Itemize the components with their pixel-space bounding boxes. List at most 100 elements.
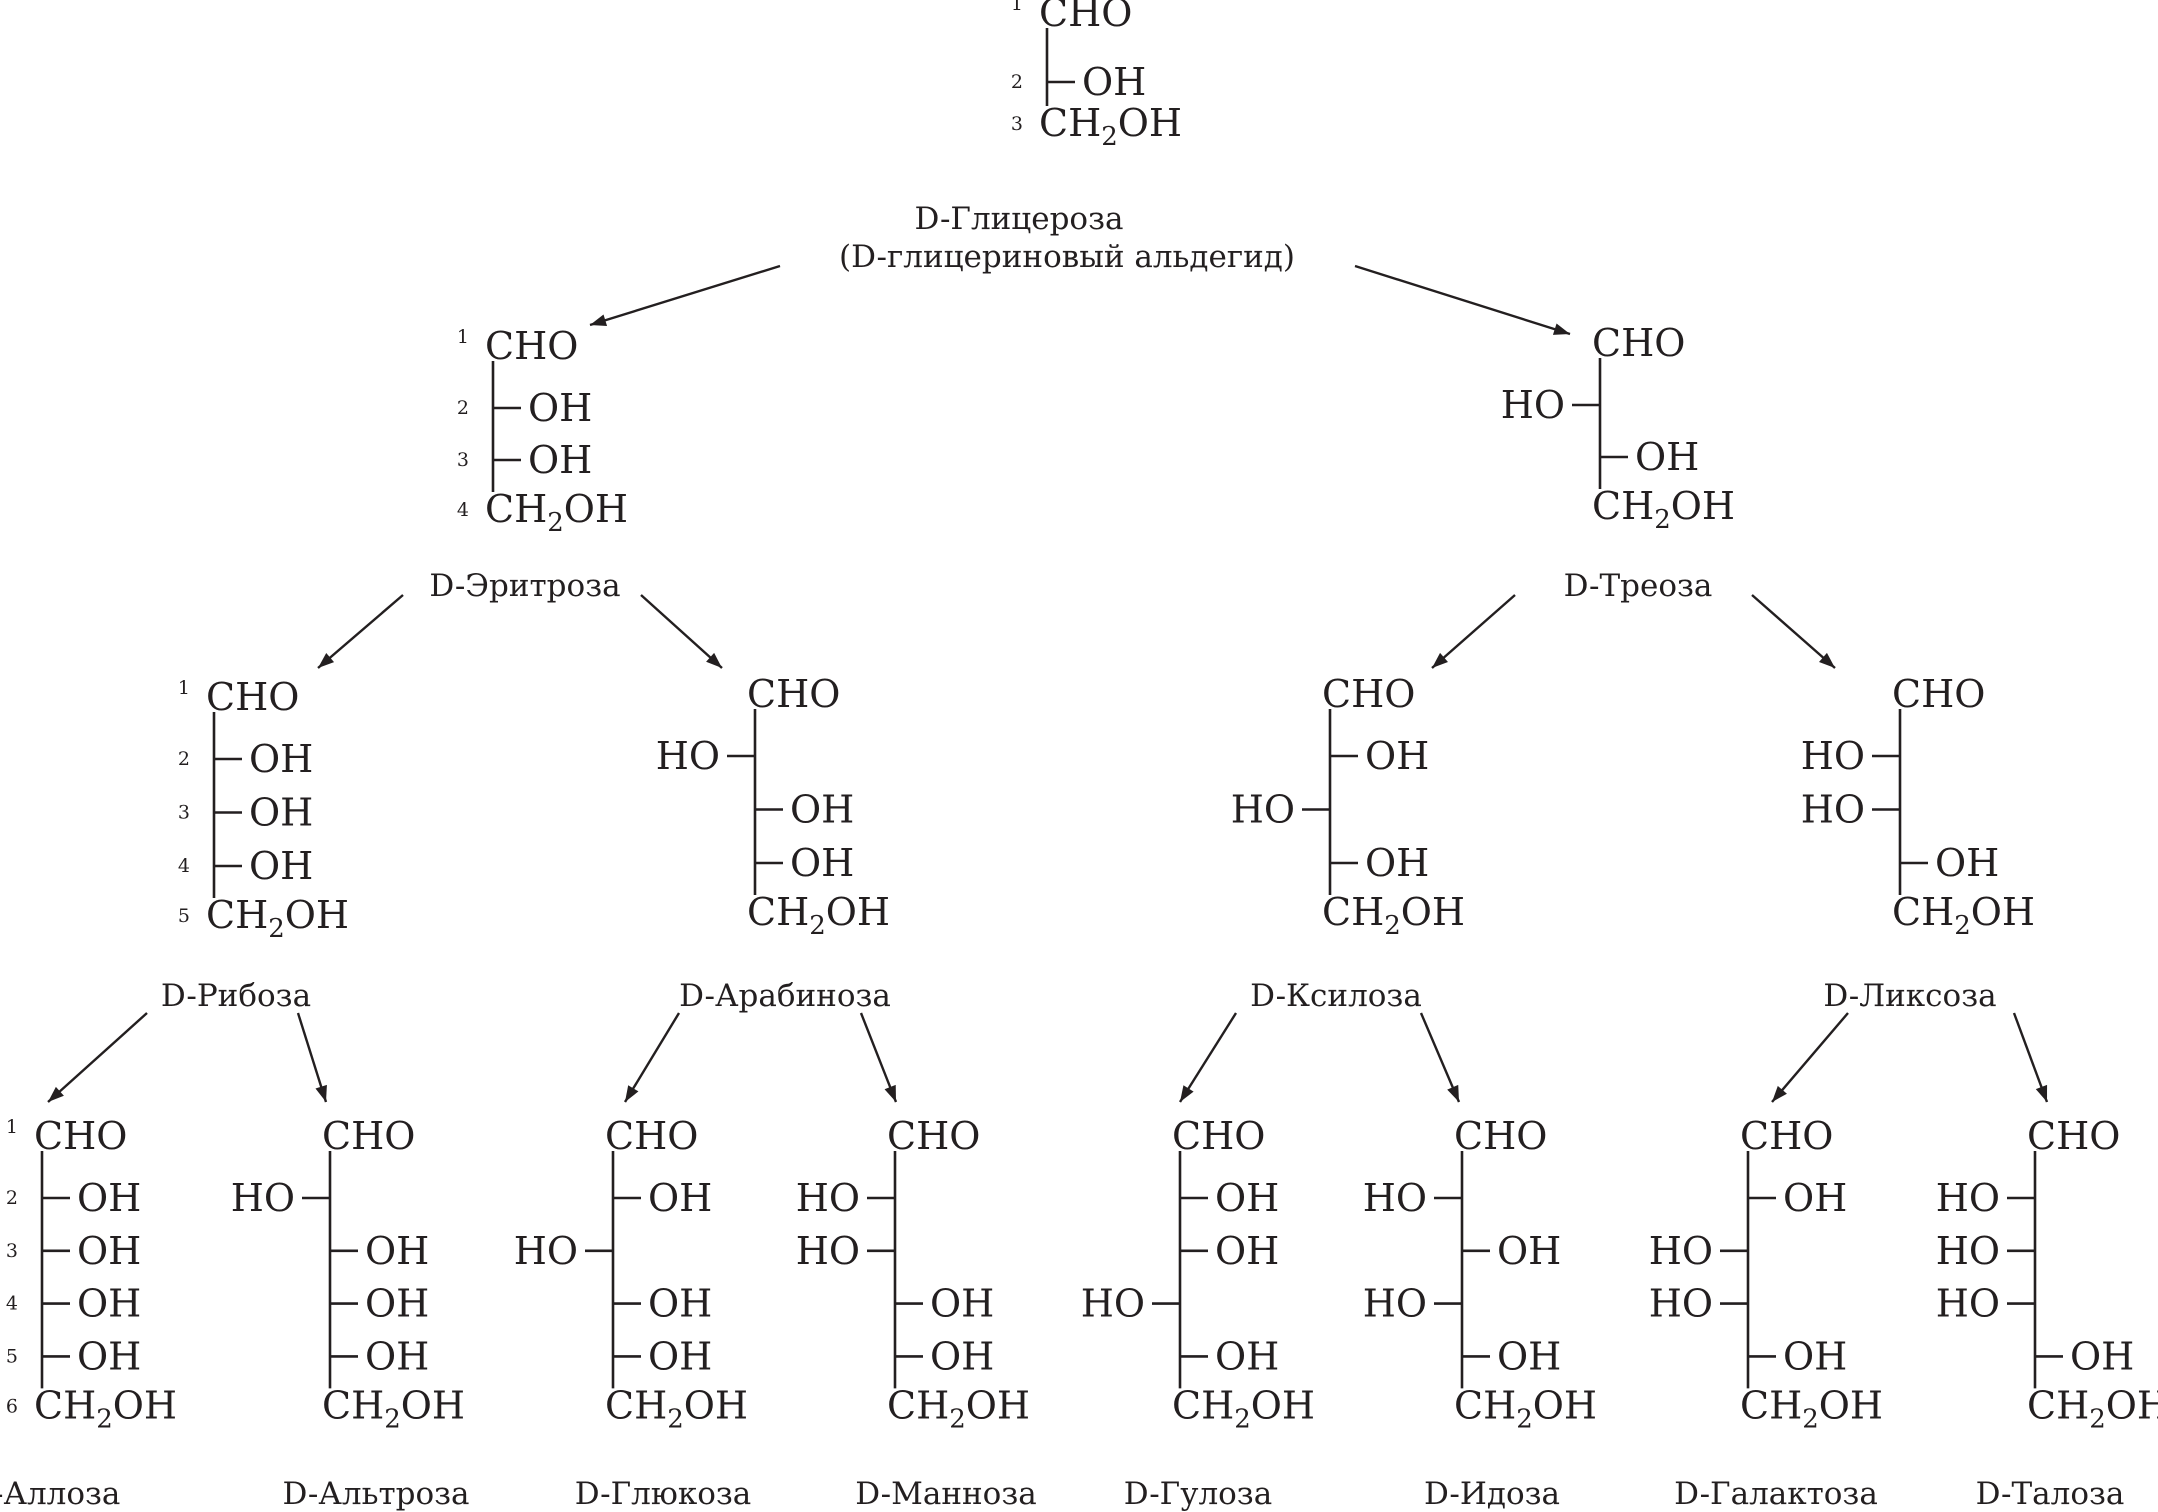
hydroxyl-group: HO [1649,1282,1713,1326]
hydroxyl-group: HO [1936,1282,2000,1326]
aldehyde-group: CHO [605,1114,698,1158]
hydroxyl-group: HO [1363,1176,1427,1220]
derivation-arrow [1431,594,1516,669]
hydroxymethyl-group: CH2OH [1454,1383,1597,1434]
hydroxyl-group: OH [1783,1334,1847,1378]
sugar-name: D-Галактоза [1674,1476,1878,1512]
carbon-number-4: 4 [178,855,190,877]
hydroxyl-group: OH [77,1282,141,1326]
hydroxyl-group: OH [1215,1334,1279,1378]
sugar-name: D-Идоза [1424,1476,1560,1512]
carbon-number-6: 6 [6,1395,18,1417]
carbon-number-4: 4 [6,1293,18,1315]
hydroxyl-group: OH [1783,1176,1847,1220]
aldehyde-group: CHO [1039,0,1132,35]
arrowhead [884,1084,896,1102]
hydroxyl-group: HO [1081,1282,1145,1326]
hydroxyl-group: HO [514,1229,578,1273]
hydroxyl-group: HO [1649,1229,1713,1273]
hydroxymethyl-group: CH2OH [747,890,890,941]
hydroxyl-group: OH [930,1334,994,1378]
hydroxyl-group: OH [1635,435,1699,479]
arrowhead [1819,652,1835,668]
arrowhead [1180,1085,1194,1102]
hydroxyl-group: OH [1215,1229,1279,1273]
hydroxymethyl-group: CH2OH [485,487,628,538]
hydroxyl-group: OH [1497,1229,1561,1273]
sugar-name: D-Арабиноза [679,978,891,1014]
aldehyde-group: CHO [1454,1114,1547,1158]
carbon-number-3: 3 [178,802,190,824]
carbon-number-4: 4 [457,499,469,521]
arrowhead [2035,1084,2048,1102]
aldehyde-group: CHO [1892,672,1985,716]
hydroxyl-group: OH [648,1176,712,1220]
derivation-arrow [2012,1012,2049,1103]
hydroxyl-group: HO [1501,383,1565,427]
sugar-name: D-Рибоза [161,978,311,1014]
aldehyde-group: CHO [887,1114,980,1158]
hydroxyl-group: OH [365,1334,429,1378]
hydroxymethyl-group: CH2OH [322,1383,465,1434]
hydroxyl-group: OH [790,788,854,832]
derivation-arrow [623,1012,681,1103]
aldehyde-group: CHO [485,324,578,368]
hydroxyl-group: HO [656,734,720,778]
derivation-arrow [640,594,723,669]
arrowhead [625,1085,639,1102]
hydroxyl-group: OH [930,1282,994,1326]
carbon-number-5: 5 [6,1345,18,1367]
hydroxymethyl-group: CH2OH [1039,101,1182,152]
arrows-layer [47,264,2049,1103]
hydroxyl-group: OH [1365,841,1429,885]
arrowhead [318,653,335,668]
hydroxyl-group: HO [1363,1282,1427,1326]
hydroxyl-group: OH [365,1282,429,1326]
carbon-number-1: 1 [457,326,469,348]
sugar-name: D-Эритроза [429,568,620,604]
sugar-name: D-Глюкоза [575,1476,752,1512]
derivation-arrow [589,264,781,327]
hydroxymethyl-group: CH2OH [34,1383,177,1434]
sugar-name-subtitle: (D-глицериновый альдегид) [839,239,1295,275]
hydroxyl-group: OH [648,1334,712,1378]
hydroxymethyl-group: CH2OH [1322,890,1465,941]
sugar-name: D-Ксилоза [1250,978,1422,1014]
aldehyde-group: CHO [2027,1114,2120,1158]
aldehyde-group: CHO [1322,672,1415,716]
hydroxyl-group: OH [648,1282,712,1326]
arrowhead [1432,652,1448,668]
hydroxyl-group: OH [1497,1334,1561,1378]
hydroxyl-group: OH [528,386,592,430]
derivation-arrow [1178,1012,1238,1103]
molecule-d-idose: CHO HO OH HO OH CH2OH D-Идоза [1363,1114,1597,1512]
arrowhead [706,652,722,668]
carbon-number-2: 2 [457,397,469,419]
carbon-number-2: 2 [6,1187,18,1209]
arrowhead [1447,1084,1459,1102]
arrowhead [590,314,608,326]
hydroxymethyl-group: CH2OH [1172,1383,1315,1434]
arrowhead [315,1084,327,1102]
arrowhead [48,1086,64,1102]
hydroxymethyl-group: CH2OH [2027,1383,2158,1434]
molecule-d-allose: CHO1OH2OH3OH4OH5CH2OH6D-Аллоза [0,1114,177,1512]
sugar-name: D-Альтроза [283,1476,470,1512]
hydroxymethyl-group: CH2OH [605,1383,748,1434]
hydroxyl-group: OH [528,438,592,482]
carbon-number-3: 3 [6,1240,18,1262]
sugar-name: D-Манноза [855,1476,1037,1512]
carbon-number-1: 1 [6,1116,18,1138]
hydroxyl-group: HO [1231,788,1295,832]
molecule-d-glucose: CHO OH HO OH OH CH2OH D-Глюкоза [514,1114,752,1512]
sugar-name: D-Аллоза [0,1476,120,1512]
